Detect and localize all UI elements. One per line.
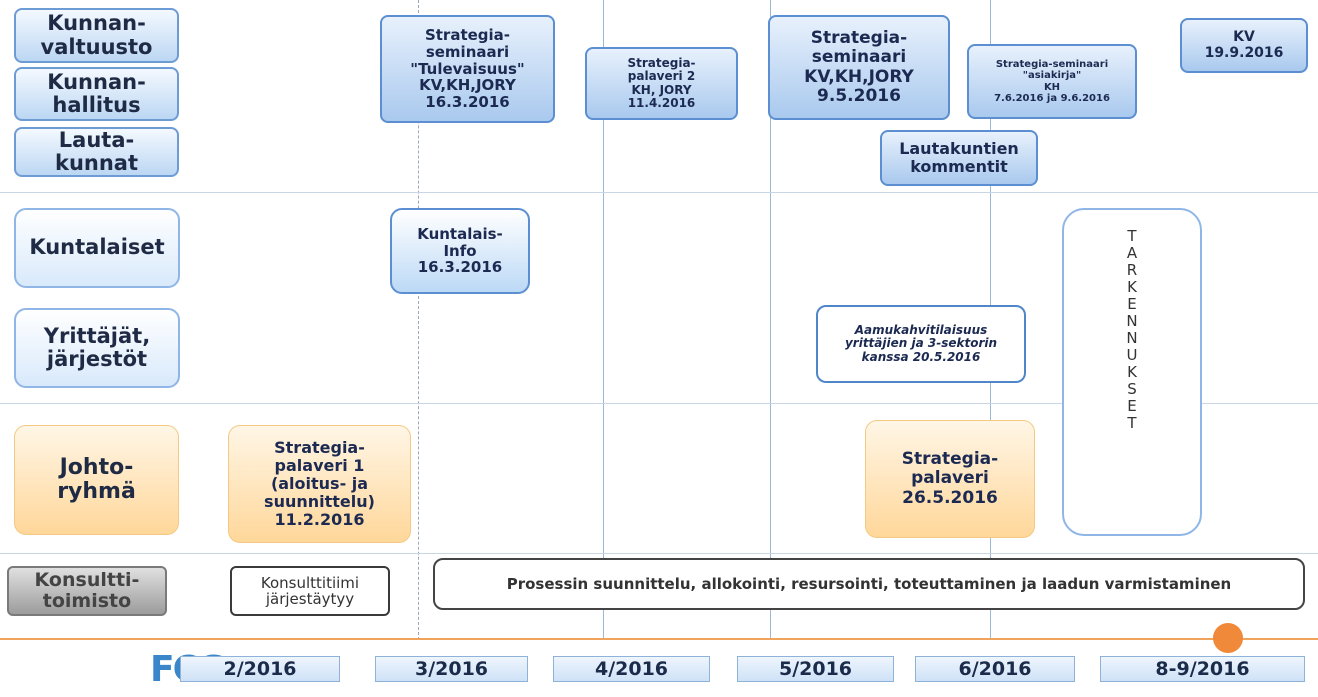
section-separator — [0, 638, 1318, 640]
tarkennukset-letter: N — [1126, 329, 1138, 347]
tarkennukset-letter: U — [1126, 346, 1138, 364]
timeline-gridline — [418, 0, 419, 640]
tarkennukset-letter: T — [1127, 414, 1137, 432]
row-label-kuntalaiset: Kuntalaiset — [14, 208, 180, 288]
row-label-lautakunnat: Lauta- kunnat — [14, 127, 179, 177]
month-label: 4/2016 — [553, 656, 710, 682]
row-label-kunnanhallitus: Kunnan- hallitus — [14, 67, 179, 121]
timeline-gridline — [770, 0, 771, 640]
event-lautakuntien-kommentit: Lautakuntien kommentit — [880, 130, 1038, 186]
month-label: 2/2016 — [180, 656, 340, 682]
tarkennukset-letter: N — [1126, 312, 1138, 330]
event-prosessi: Prosessin suunnittelu, allokointi, resur… — [433, 558, 1305, 610]
month-label: 5/2016 — [737, 656, 894, 682]
tarkennukset-letter: T — [1127, 227, 1137, 245]
event-kuntalaisinfo: Kuntalais- Info 16.3.2016 — [390, 208, 530, 294]
event-strategiaseminaari-tulevaisuus: Strategia- seminaari "Tulevaisuus" KV,KH… — [380, 15, 555, 123]
tarkennukset-letter: E — [1127, 397, 1137, 415]
tarkennukset-letter: A — [1126, 244, 1138, 262]
current-marker-dot — [1213, 623, 1243, 653]
tarkennukset-letter: K — [1127, 278, 1137, 296]
section-separator — [0, 192, 1318, 193]
event-strategiaseminaari-asiakirja: Strategia-seminaari "asiakirja" KH 7.6.2… — [967, 44, 1137, 119]
event-strategiaseminaari-2: Strategia- seminaari KV,KH,JORY 9.5.2016 — [768, 15, 950, 120]
event-strategiapalaveri-2: Strategia- palaveri 2 KH, JORY 11.4.2016 — [585, 47, 738, 120]
row-label-johtoryhma: Johto- ryhmä — [14, 425, 179, 535]
event-strategiapalaveri-26-5: Strategia- palaveri 26.5.2016 — [865, 420, 1035, 538]
tarkennukset-letter: R — [1126, 261, 1138, 279]
event-strategiapalaveri-1: Strategia- palaveri 1 (aloitus- ja suunn… — [228, 425, 411, 543]
month-label: 6/2016 — [915, 656, 1075, 682]
tarkennukset-letter: E — [1127, 295, 1137, 313]
row-label-yrittajat: Yrittäjät, järjestöt — [14, 308, 180, 388]
row-label-kunnanvaltuusto: Kunnan- valtuusto — [14, 8, 179, 63]
row-label-konsulttitoimisto: Konsultti- toimisto — [7, 566, 167, 616]
event-aamukahvitilaisuus: Aamukahvitilaisuus yrittäjien ja 3-sekto… — [816, 305, 1026, 383]
section-separator — [0, 553, 1318, 554]
month-label: 8-9/2016 — [1100, 656, 1305, 682]
month-label: 3/2016 — [375, 656, 528, 682]
event-kv: KV 19.9.2016 — [1180, 18, 1308, 73]
section-separator — [0, 403, 1318, 404]
tarkennukset-letter: K — [1127, 363, 1137, 381]
timeline-gridline — [603, 0, 604, 640]
event-konsulttitiimi: Konsulttitiimi järjestäytyy — [230, 566, 390, 616]
tarkennukset-letter: S — [1127, 380, 1137, 398]
